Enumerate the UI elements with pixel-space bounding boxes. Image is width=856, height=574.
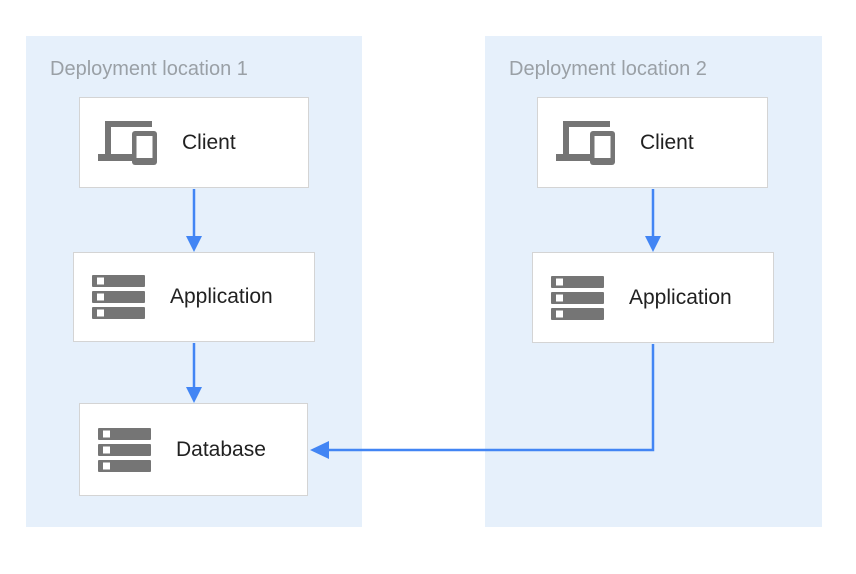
devices-icon xyxy=(98,120,157,165)
node-database-1: Database xyxy=(79,403,308,496)
server-stack-icon xyxy=(551,275,604,320)
node-application-2: Application xyxy=(532,252,774,343)
devices-icon xyxy=(556,120,615,165)
server-stack-icon xyxy=(92,275,145,319)
node-label: Client xyxy=(640,130,694,154)
server-stack-icon xyxy=(98,427,151,472)
node-label: Application xyxy=(170,285,273,308)
node-label: Application xyxy=(629,285,732,309)
node-label: Client xyxy=(182,130,236,154)
node-client-1: Client xyxy=(79,97,309,188)
node-application-1: Application xyxy=(73,252,315,342)
node-label: Database xyxy=(176,437,266,461)
zone-title: Deployment location 1 xyxy=(50,58,248,80)
zone-title: Deployment location 2 xyxy=(509,58,707,80)
node-client-2: Client xyxy=(537,97,768,188)
